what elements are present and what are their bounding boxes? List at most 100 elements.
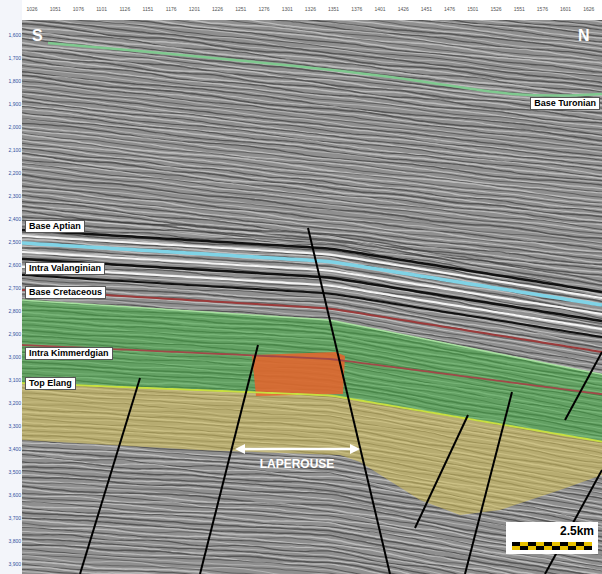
trace-number: 1576 — [537, 6, 548, 12]
time-tick: 1,700 — [8, 55, 21, 61]
direction-letter: S — [32, 27, 43, 45]
scale-segment — [568, 546, 576, 550]
horizon-label: Intra Valanginian — [25, 262, 105, 275]
trace-number: 1076 — [73, 6, 84, 12]
scale-segment — [512, 542, 520, 546]
time-tick: 2,000 — [8, 124, 21, 130]
time-tick: 1,800 — [8, 78, 21, 84]
reflector — [22, 75, 602, 141]
scale-segment — [544, 542, 552, 546]
reflector — [22, 556, 602, 574]
reflector — [22, 123, 602, 185]
trace-number: 1051 — [50, 6, 61, 12]
trace-number: 1176 — [166, 6, 177, 12]
scale-segment — [568, 542, 576, 546]
trace-number: 1401 — [374, 6, 385, 12]
scale-segment — [520, 546, 528, 550]
reflector — [22, 229, 602, 295]
reflector — [22, 182, 602, 246]
trace-number: 1226 — [212, 6, 223, 12]
time-tick: 2,800 — [8, 308, 21, 314]
reflector — [22, 148, 602, 212]
scale-segment — [584, 542, 592, 546]
time-tick: 2,300 — [8, 193, 21, 199]
horizon-label: Top Elang — [25, 377, 76, 390]
trace-number: 1476 — [444, 6, 455, 12]
time-tick: 2,500 — [8, 239, 21, 245]
trace-number: 1151 — [143, 6, 154, 12]
seismic-plot — [22, 20, 602, 574]
trace-number: 1301 — [282, 6, 293, 12]
fault-line — [200, 345, 258, 574]
jurassic-zone — [22, 300, 602, 442]
horizon-line — [22, 267, 602, 329]
reflector — [22, 559, 602, 574]
scale-segment — [584, 546, 592, 550]
reflector — [22, 567, 602, 574]
reflector — [22, 564, 602, 574]
reflector — [22, 555, 602, 574]
time-tick: 2,600 — [8, 262, 21, 268]
time-tick: 2,100 — [8, 147, 21, 153]
reflector — [22, 21, 602, 85]
trace-number: 1601 — [560, 6, 571, 12]
scale-segment — [544, 546, 552, 550]
trace-number: 1351 — [328, 6, 339, 12]
node-text: Top Elang — [29, 378, 72, 389]
time-tick: 3,800 — [8, 538, 21, 544]
reflector — [22, 88, 602, 152]
trace-number: 1501 — [467, 6, 478, 12]
horizon-label: Intra Kimmerdgian — [25, 347, 113, 360]
time-tick: 3,300 — [8, 423, 21, 429]
scale-segment — [536, 546, 544, 550]
time-tick: 1,600 — [8, 32, 21, 38]
fault-line — [80, 378, 140, 574]
extent-arrow — [240, 448, 355, 451]
reflector — [22, 160, 602, 223]
reflector — [22, 45, 602, 108]
node-text: Base Cretaceous — [29, 287, 102, 298]
reflector — [22, 571, 602, 574]
time-tick: 2,700 — [8, 285, 21, 291]
horizon-line — [48, 43, 602, 96]
scale-segment — [552, 542, 560, 546]
scale-segment — [576, 546, 584, 550]
scale-segment — [560, 542, 568, 546]
scale-bar-box: 2.5km — [506, 522, 598, 554]
time-tick: 3,200 — [8, 400, 21, 406]
horizon-label: Base Aptian — [25, 220, 85, 233]
scale-segment — [512, 546, 520, 550]
trace-number: 1376 — [351, 6, 362, 12]
trace-number: 1526 — [490, 6, 501, 12]
time-tick: 3,700 — [8, 515, 21, 521]
reflector — [22, 119, 602, 183]
scale-segment — [520, 542, 528, 546]
scale-segment — [576, 542, 584, 546]
reflector — [22, 105, 602, 168]
time-tick: 2,200 — [8, 170, 21, 176]
reflector — [22, 175, 602, 239]
node-text: 2.5km — [510, 524, 594, 538]
scale-segment — [528, 542, 536, 546]
reflectors — [22, 20, 602, 574]
trace-number: 1276 — [258, 6, 269, 12]
scale-segment — [552, 546, 560, 550]
scale-bar — [512, 542, 592, 550]
scale-segment — [560, 546, 568, 550]
horizon-line — [22, 290, 602, 352]
trace-number: 1626 — [583, 6, 594, 12]
trace-number: 1326 — [305, 6, 316, 12]
trace-number: 1426 — [398, 6, 409, 12]
time-tick: 1,900 — [8, 101, 21, 107]
fault-line — [308, 228, 390, 574]
time-tick: 3,100 — [8, 377, 21, 383]
horizon-label: Base Turonian — [530, 97, 600, 110]
fault-line — [565, 352, 602, 420]
time-tick: 3,000 — [8, 354, 21, 360]
time-tick: 3,900 — [8, 561, 21, 567]
trace-number: 1251 — [235, 6, 246, 12]
time-tick: 2,900 — [8, 331, 21, 337]
reflector — [22, 156, 602, 221]
trace-number: 1126 — [119, 6, 130, 12]
